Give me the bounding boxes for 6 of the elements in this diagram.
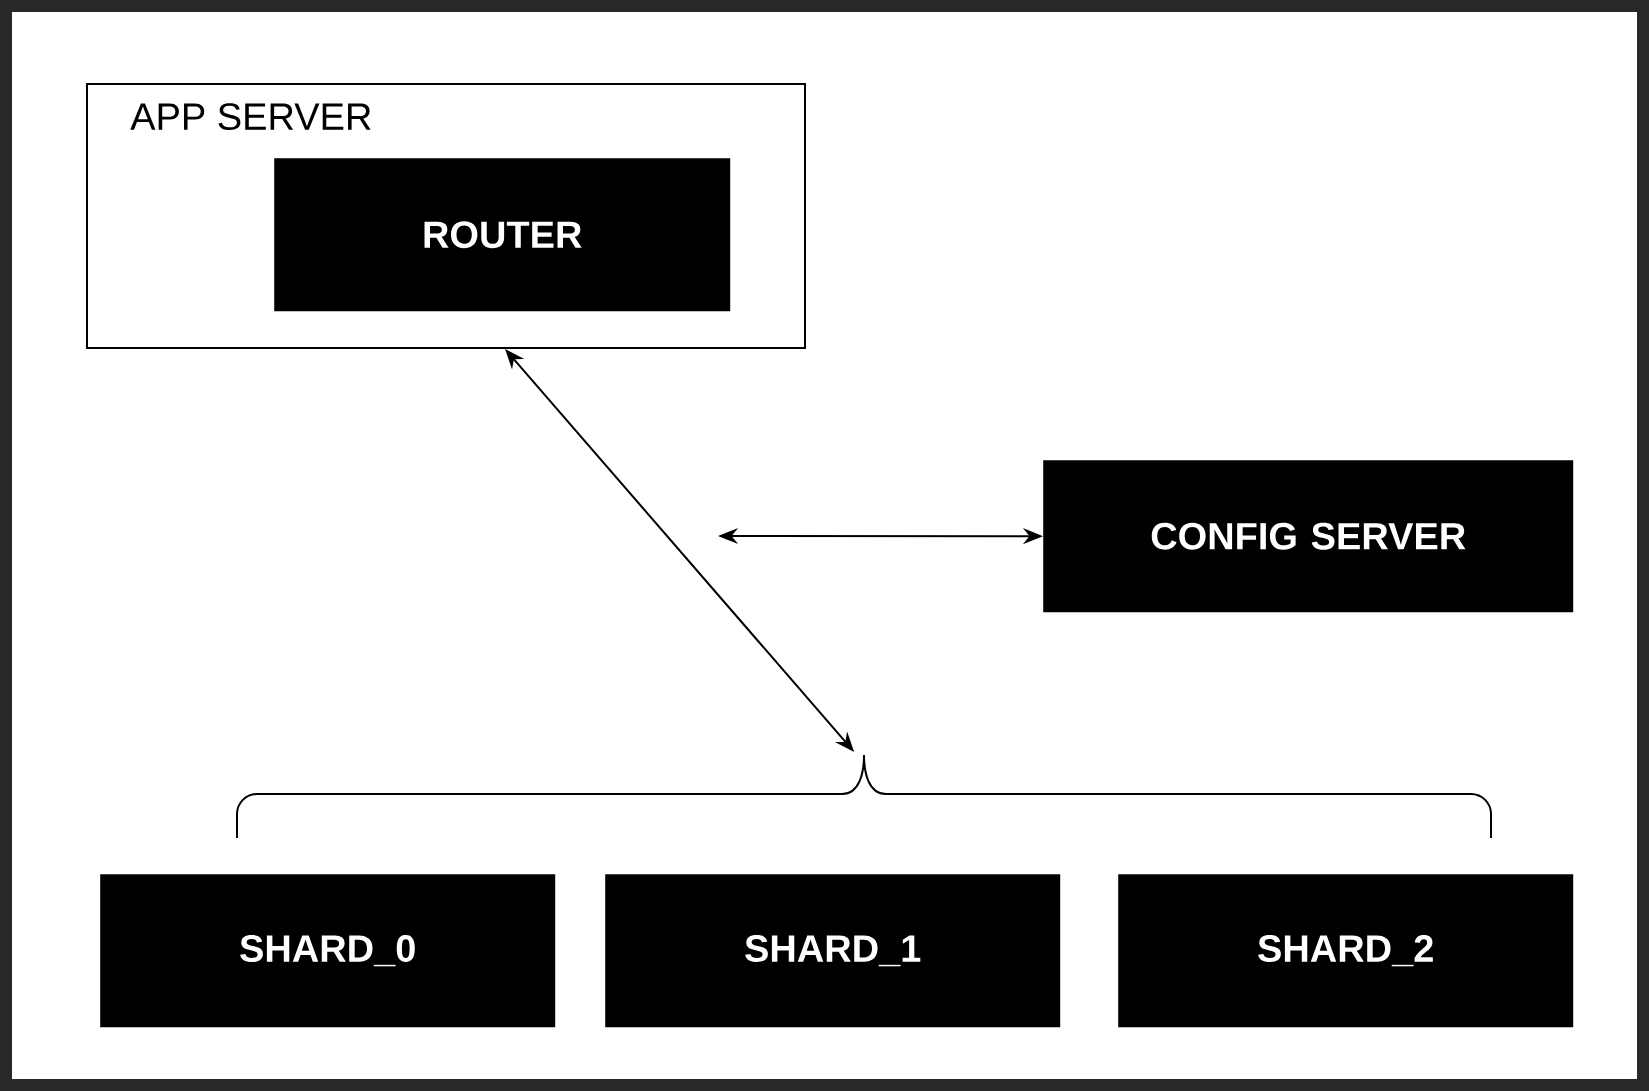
server-box: SHARD_0 — [100, 874, 556, 1028]
brace — [236, 754, 1492, 839]
server-box: CONFIG SERVER — [1043, 460, 1574, 613]
server-box: SHARD_1 — [605, 874, 1061, 1028]
server-box: SHARD_2 — [1118, 874, 1574, 1028]
server-box: ROUTER — [274, 158, 731, 312]
